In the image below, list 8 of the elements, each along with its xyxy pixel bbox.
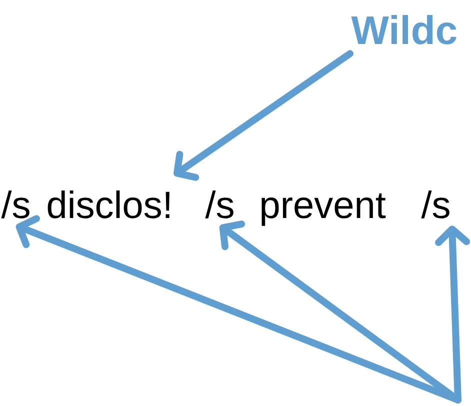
arrow — [435, 226, 470, 404]
query-term: disclos! — [48, 190, 170, 218]
query-term: /s — [421, 190, 450, 218]
query-term: /s — [205, 190, 234, 218]
query-term: /s — [1, 190, 30, 218]
callout-text: Wildc — [351, 15, 456, 44]
arrow — [174, 50, 354, 181]
query-term: prevent — [262, 193, 386, 226]
